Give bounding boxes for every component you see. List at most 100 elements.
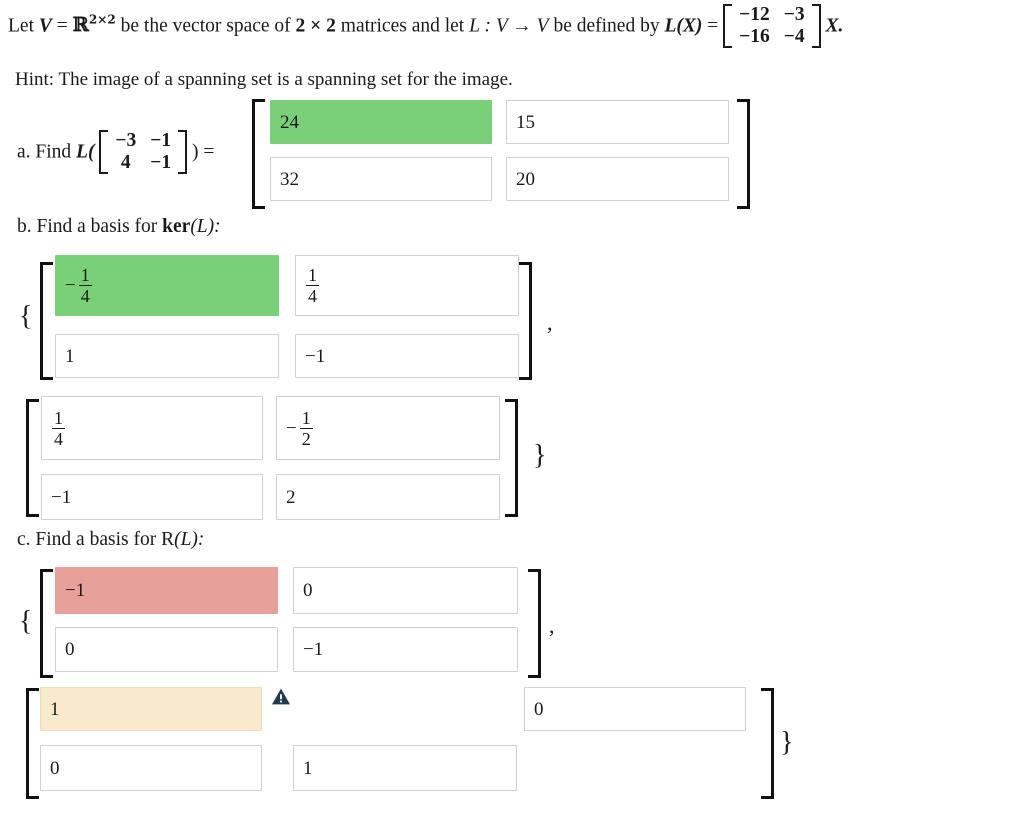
part-b-m2-r2c1[interactable]: −1: [41, 474, 263, 520]
part-b-m1-r2c1[interactable]: 1: [55, 334, 279, 378]
part-a-label-L: L(: [76, 141, 95, 163]
warning-triangle-icon: [272, 688, 290, 705]
fraction: 1 4: [78, 265, 92, 306]
minus-sign: −: [65, 275, 76, 296]
statement-trailing: X.: [825, 15, 844, 37]
kernel-arg: (L):: [190, 216, 221, 237]
minus-sign: −: [286, 417, 297, 439]
part-c-close-brace: }: [780, 727, 794, 758]
reals-symbol: ℝ2×2: [72, 12, 116, 37]
part-c-m1-r2c1[interactable]: 0: [55, 627, 278, 672]
part-a-answer-r1c1[interactable]: 24: [270, 100, 492, 144]
statement-lead: Let: [8, 15, 34, 37]
part-a-input-cell-12: −1: [150, 130, 172, 151]
definition-matrix-cell-12: −3: [783, 4, 805, 25]
fraction-denominator: 4: [306, 285, 319, 306]
part-a-answer-r2c2[interactable]: 20: [506, 157, 729, 201]
part-c-m2-bracket-right: [761, 688, 774, 799]
statement-mid-3: be defined by: [553, 15, 660, 37]
hint-text: Hint: The image of a spanning set is a s…: [15, 69, 513, 90]
part-a-bracket-right: [737, 99, 750, 209]
fraction-negative-one-half: − 1 2: [286, 409, 314, 448]
part-c-m1-bracket-left: [40, 569, 53, 678]
table-row: −16 −4: [732, 26, 812, 48]
part-a-input-matrix: −3 −1 4 −1: [99, 130, 188, 174]
part-c-m1-bracket-right: [528, 569, 541, 678]
part-b-m1-r2c2[interactable]: −1: [295, 334, 519, 378]
problem-statement: Let V = ℝ2×2 be the vector space of 2 × …: [8, 4, 844, 49]
fraction-numerator: 1: [54, 407, 63, 428]
kernel-symbol: ker: [162, 216, 191, 237]
part-c-m1-r1c1[interactable]: −1: [55, 567, 278, 614]
fraction-negative-one-quarter: − 1 4: [65, 266, 93, 305]
part-c-m2-r1c1[interactable]: 1: [40, 687, 262, 731]
fraction-denominator: 4: [78, 285, 92, 306]
statement-mid-2: matrices and let: [340, 15, 465, 37]
bracket-left: [99, 130, 109, 174]
definition-matrix-cell-11: −12: [739, 4, 770, 25]
part-c-m1-r2c2[interactable]: −1: [293, 627, 518, 672]
reals-exponent: 2×2: [88, 12, 116, 27]
table-row: 4 −1: [108, 152, 178, 174]
part-c-m2-bracket-left: [26, 688, 39, 799]
range-symbol: R: [161, 529, 175, 550]
bracket-right: [178, 130, 188, 174]
part-b-m2-r2c2[interactable]: 2: [276, 474, 500, 520]
part-c-label-text: c. Find a basis for: [17, 529, 162, 550]
table-row: −3 −1: [108, 130, 178, 152]
bracket-right: [811, 4, 821, 48]
part-a-input-matrix-table: −3 −1 4 −1: [108, 130, 178, 174]
part-a-bracket-left: [252, 99, 265, 209]
part-a-input-cell-11: −3: [115, 130, 137, 151]
part-c-m1-r1c2[interactable]: 0: [293, 567, 518, 614]
part-b-label-text: b. Find a basis for: [17, 216, 163, 237]
part-b-separator-comma: ,: [547, 310, 553, 335]
fraction-one-quarter: 1 4: [306, 266, 319, 305]
part-c-label: c. Find a basis for R(L):: [17, 528, 204, 552]
part-a-input-cell-22: −1: [150, 151, 172, 173]
linear-map-declaration: L : V → V: [469, 15, 549, 37]
part-b-m2-r1c2[interactable]: − 1 2: [276, 396, 500, 460]
part-a-label-suffix: ) =: [191, 141, 215, 163]
part-a-answer-r2c1[interactable]: 32: [270, 157, 492, 201]
part-b-label: b. Find a basis for ker(L):: [17, 215, 221, 239]
fraction: 1 2: [299, 407, 313, 449]
part-b-m1-r1c2[interactable]: 1 4: [295, 255, 519, 316]
fraction-numerator: 1: [301, 407, 311, 428]
definition-matrix-cell-22: −4: [783, 25, 805, 47]
definition-matrix-cell-21: −16: [739, 25, 770, 47]
matrix-dimension: 2 × 2: [295, 15, 336, 37]
part-b-m1-bracket-left: [40, 262, 53, 380]
part-b-m2-bracket-right: [505, 399, 518, 517]
range-arg: (L):: [174, 529, 205, 550]
part-b-m1-bracket-right: [519, 262, 532, 380]
part-a-answer-r1c2[interactable]: 15: [506, 100, 729, 144]
fraction-numerator: 1: [80, 265, 90, 285]
fraction-denominator: 4: [52, 427, 65, 449]
fraction-one-quarter: 1 4: [52, 409, 65, 448]
part-c-m2-r2c2[interactable]: 1: [293, 745, 517, 791]
part-c-open-brace: {: [19, 606, 33, 637]
definition-matrix: −12 −3 −16 −4: [723, 4, 821, 48]
vector-space-symbol: V: [38, 15, 52, 37]
part-a-label-prefix: a. Find: [17, 141, 72, 163]
part-b-m2-bracket-left: [26, 399, 39, 517]
statement-mid-1: be the vector space of: [120, 15, 291, 37]
part-c-m2-r1c2[interactable]: 0: [524, 687, 746, 731]
definition-matrix-table: −12 −3 −16 −4: [732, 4, 812, 48]
part-b-m1-r1c1[interactable]: − 1 4: [55, 255, 279, 316]
part-b-close-brace: }: [533, 440, 547, 471]
part-b-open-brace: {: [19, 301, 33, 332]
part-c-m2-r2c1[interactable]: 0: [40, 745, 262, 791]
table-row: −12 −3: [732, 4, 812, 26]
part-c-separator-comma: ,: [549, 613, 555, 638]
part-a-input-cell-21: 4: [120, 151, 131, 173]
part-a-label: a. Find L( −3 −1 4 −1 ) =: [17, 130, 215, 175]
part-b-m2-r1c1[interactable]: 1 4: [41, 396, 263, 460]
map-application: L(X): [664, 15, 703, 37]
bracket-left: [723, 4, 733, 48]
fraction-numerator: 1: [308, 265, 317, 285]
equals-sign-1: =: [56, 15, 68, 37]
fraction-denominator: 2: [299, 427, 313, 449]
equals-sign-2: =: [707, 15, 719, 37]
